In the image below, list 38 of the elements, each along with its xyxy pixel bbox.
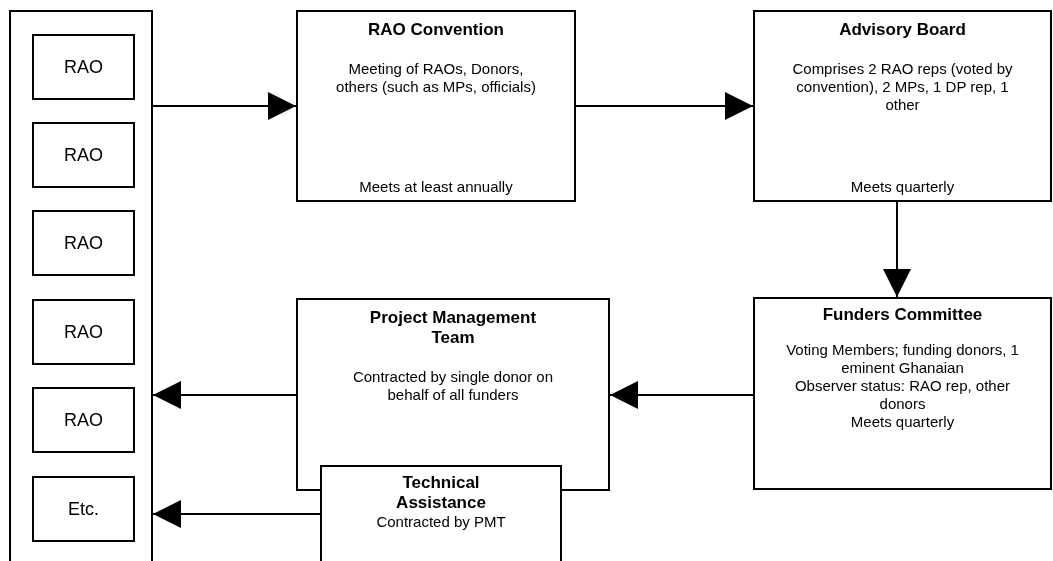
box-text: Contracted by single donor on behalf of all funders: [351, 368, 555, 404]
box-heading: Advisory Board: [838, 20, 967, 40]
arrow: [152, 92, 297, 120]
member-label: RAO: [63, 320, 104, 344]
arrow: [609, 381, 754, 409]
group-frame: [9, 10, 153, 561]
arrow: [152, 500, 321, 528]
arrow: [152, 381, 297, 409]
member-label: Etc.: [67, 497, 100, 521]
box-text: Meets at least annually: [358, 178, 514, 197]
member-box: [32, 476, 135, 542]
box-text: Voting Members; funding donors, 1 eminent Ghanaian: [785, 341, 1020, 377]
member-box: [32, 387, 135, 453]
box-text: Comprises 2 RAO reps (voted by convention), 2 MPs, 1 DP rep, 1 other: [791, 60, 1014, 114]
member-label: RAO: [63, 408, 104, 432]
box-heading: Funders Committee: [821, 305, 984, 325]
info-box: [320, 465, 562, 561]
member-label: RAO: [63, 231, 104, 255]
box-text: Contracted by PMT: [375, 513, 507, 531]
arrow: [883, 201, 911, 298]
box-text: Meets quarterly: [849, 178, 956, 197]
member-label: RAO: [63, 55, 104, 79]
member-box: [32, 299, 135, 365]
info-box: [753, 297, 1052, 490]
box-text: Meets quarterly: [849, 413, 956, 431]
arrow: [575, 92, 754, 120]
box-text: Observer status: RAO rep, other donors: [793, 377, 1012, 413]
box-heading: Technical Assistance: [395, 473, 487, 513]
info-box: [296, 298, 610, 491]
member-label: RAO: [63, 143, 104, 167]
box-heading: RAO Convention: [367, 20, 505, 40]
box-text: Meeting of RAOs, Donors, others (such as MPs, officials): [335, 60, 537, 96]
info-box: [753, 10, 1052, 202]
info-box: [296, 10, 576, 202]
member-box: [32, 34, 135, 100]
member-box: [32, 210, 135, 276]
member-box: [32, 122, 135, 188]
box-heading: Project Management Team: [368, 308, 538, 348]
